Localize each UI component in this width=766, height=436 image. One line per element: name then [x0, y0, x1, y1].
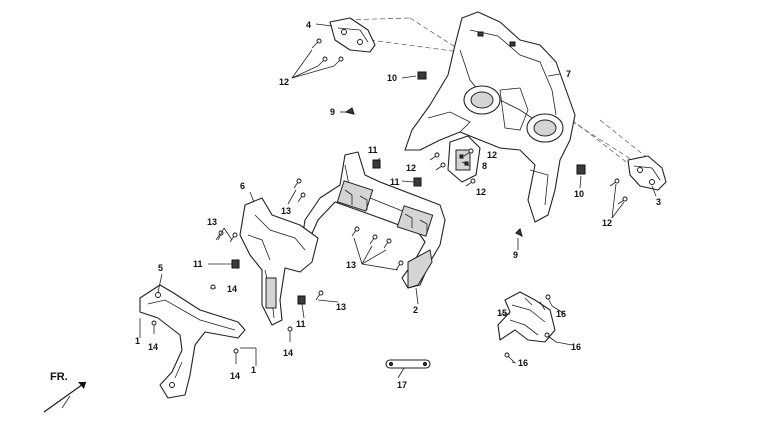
screw-12-h	[609, 178, 620, 187]
fastener-part-9-b	[515, 228, 523, 237]
screw-12-d	[429, 152, 440, 161]
screw-12-f	[463, 148, 474, 157]
screw-13-f	[369, 234, 378, 245]
screw-12-i	[617, 196, 628, 205]
callout-14-b: 14	[148, 342, 158, 352]
callout-16-a: 16	[556, 309, 566, 319]
callout-12-c: 12	[406, 163, 416, 173]
front-direction-arrow: FR.	[43, 371, 87, 413]
callout-15: 15	[497, 308, 507, 318]
callout-11-d: 11	[296, 319, 306, 329]
callout-7: 7	[566, 69, 571, 79]
screw-16-c	[504, 352, 515, 363]
clip-part-10-top	[417, 71, 427, 80]
bracket-part-15	[497, 291, 556, 343]
clip-part-11-b	[413, 177, 422, 187]
callout-12-top: 12	[279, 77, 289, 87]
callout-1-left: 1	[135, 336, 140, 346]
screw-14-a	[210, 284, 216, 290]
callout-11-b: 11	[390, 177, 400, 187]
screw-13-i	[315, 290, 324, 301]
callout-3: 3	[656, 197, 661, 207]
callout-10-top: 10	[387, 73, 397, 83]
callout-6: 6	[240, 181, 245, 191]
strap-part-17	[385, 359, 431, 369]
bracket-part-5	[139, 284, 246, 399]
callout-17: 17	[397, 380, 407, 390]
callout-14-d: 14	[230, 371, 240, 381]
callout-14-c: 14	[283, 348, 293, 358]
leader-lines	[139, 23, 657, 379]
clip-part-11-d	[297, 295, 306, 305]
screw-14-d	[233, 348, 239, 364]
callout-12-d: 12	[476, 187, 486, 197]
callout-9-right: 9	[513, 250, 518, 260]
screw-13-g	[383, 238, 392, 249]
screw-12-c	[333, 56, 344, 67]
clip-part-8	[447, 135, 481, 183]
screw-16-b	[544, 332, 557, 343]
fastener-part-9-a	[344, 107, 355, 115]
bracket-part-6	[239, 197, 319, 326]
callout-13-a: 13	[281, 206, 291, 216]
inner-frame-part-2	[301, 151, 446, 289]
clip-part-11-c	[231, 259, 240, 269]
screw-14-b	[151, 320, 157, 334]
callout-1-right: 1	[251, 365, 256, 375]
callout-8: 8	[482, 161, 487, 171]
screw-12-e	[435, 162, 446, 171]
callout-12-e: 12	[602, 218, 612, 228]
callout-11-a: 11	[368, 145, 378, 155]
front-cover-part-7	[404, 11, 576, 223]
callout-labels: 4 7 10 12 9 11 12 12 8 11 12 10 3 12 9 6…	[135, 20, 661, 390]
bracket-part-4	[329, 17, 376, 53]
clip-part-10-right	[576, 164, 586, 175]
callout-16-b: 16	[571, 342, 581, 352]
callout-4: 4	[306, 20, 311, 30]
callout-12-b: 12	[487, 150, 497, 160]
callout-13-b: 13	[207, 217, 217, 227]
callout-9-top: 9	[330, 107, 335, 117]
bracket-part-3	[627, 155, 667, 191]
callout-13-c: 13	[346, 260, 356, 270]
screw-16-a	[545, 294, 553, 307]
screw-13-d	[229, 232, 238, 243]
screws	[151, 38, 628, 364]
screw-13-h	[395, 260, 404, 271]
front-direction-label: FR.	[50, 371, 68, 383]
screw-12-a	[311, 38, 322, 49]
screw-13-a	[293, 178, 302, 189]
screw-13-b	[297, 192, 306, 203]
screw-14-c	[287, 326, 293, 342]
screw-12-b	[317, 56, 328, 67]
callout-10-right: 10	[574, 189, 584, 199]
clip-part-11-a	[372, 159, 381, 169]
callout-2: 2	[413, 305, 418, 315]
screw-13-e	[351, 226, 360, 237]
screw-12-g	[465, 178, 476, 187]
callout-14-a: 14	[227, 284, 237, 294]
callout-13-d: 13	[336, 302, 346, 312]
callout-5: 5	[158, 263, 163, 273]
callout-11-c: 11	[193, 259, 203, 269]
callout-16-c: 16	[518, 358, 528, 368]
